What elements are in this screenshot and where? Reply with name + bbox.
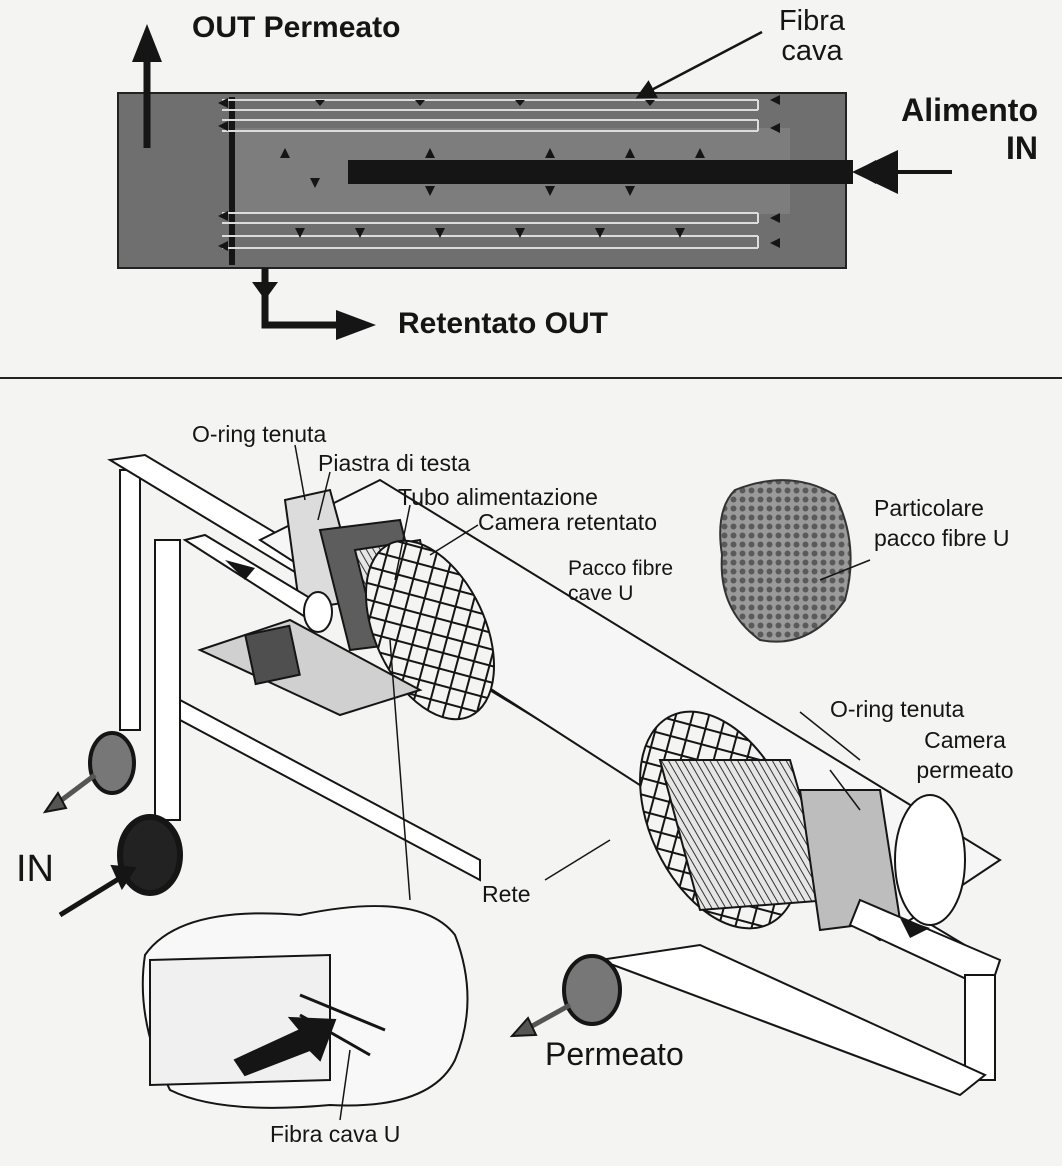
in-arrow: [58, 872, 127, 918]
out-permeato-arrowhead: [132, 24, 162, 62]
camera-line-2: permeato: [916, 757, 1014, 784]
particolare-line-2: pacco fibre U: [874, 525, 1010, 552]
in-arrowhead: [110, 864, 137, 891]
frame-pipe-vertical-2: [154, 539, 181, 821]
retentato-right-head: [336, 310, 376, 340]
right-out-arrow: [900, 918, 930, 938]
o-ring-tenuta-label-1: O-ring tenuta: [192, 421, 327, 447]
central-feed-tube: [348, 160, 853, 184]
alimento-line-2: IN: [1006, 129, 1038, 166]
right-end-cap: [894, 794, 966, 926]
permeate-return-pipe: [596, 943, 987, 1097]
inset-fiber-1: [299, 993, 386, 1032]
out-permeato-label: OUT Permeato: [192, 11, 401, 44]
pacco-fibre-cave-u-label: Pacco fibre cave U: [568, 557, 674, 606]
leader-lines: [294, 444, 871, 1121]
retentato-down-head: [252, 282, 278, 300]
fibra-cava-line-1: Fibra: [778, 5, 846, 37]
pacco-line-2: cave U: [568, 582, 634, 606]
left-net: [364, 539, 496, 721]
outlet-arrowhead: [42, 791, 68, 814]
fibra-cava-line-2: cava: [781, 35, 843, 68]
camera-retentato-label: Camera retentato: [478, 509, 657, 535]
permeato-arrowhead: [509, 1016, 538, 1038]
fibra-cava-u-label: Fibra cava U: [270, 1121, 401, 1147]
rete-label: Rete: [482, 881, 531, 907]
alimento-in-label: Alimento IN: [868, 92, 1038, 166]
retentato-out-arrow: [261, 268, 340, 329]
alimento-line-1: Alimento: [901, 92, 1038, 128]
alimento-in-arrowhead: [854, 160, 876, 184]
fibra-cava-leader: [635, 30, 763, 99]
frame-pipe-vertical: [119, 469, 141, 731]
fiber-pack-detail: [719, 479, 852, 643]
in-label: IN: [16, 848, 54, 890]
inset-flow-arrow: [233, 1016, 337, 1077]
in-pipe-end: [117, 814, 183, 896]
outlet-pipe-end: [88, 731, 136, 795]
camera-line-1: Camera: [924, 727, 1006, 753]
lower-fiber-bundle: [222, 212, 759, 249]
right-vertical-pipe: [964, 974, 996, 1081]
upper-fiber-bundle: [222, 99, 759, 132]
piastra-di-testa-label: Piastra di testa: [318, 450, 471, 476]
particolare-line-1: Particolare: [874, 495, 984, 521]
tubo-alimentazione-label: Tubo alimentazione: [398, 484, 598, 510]
fibra-cava-label: Fibra cava: [762, 6, 862, 67]
frame-pipe-bottom: [179, 698, 481, 882]
permeate-pipe-end: [562, 954, 622, 1026]
top-module-diagram: [117, 24, 952, 340]
permeato-label: Permeato: [545, 1036, 684, 1072]
particolare-label: Particolare pacco fibre U: [874, 496, 1010, 550]
feed-inlet-arrow: [225, 560, 255, 580]
camera-permeato-label: Camera permeato: [898, 728, 1032, 782]
pacco-line-1: Pacco fibre: [568, 557, 674, 580]
o-ring-tenuta-label-2: O-ring tenuta: [830, 696, 965, 722]
feed-pipe-coupling: [303, 591, 333, 633]
lower-left-block-dark: [244, 624, 301, 686]
retentato-out-label: Retentato OUT: [398, 307, 608, 340]
flow-arrows: [218, 95, 780, 251]
bottom-cartridge-diagram: [42, 444, 1002, 1121]
